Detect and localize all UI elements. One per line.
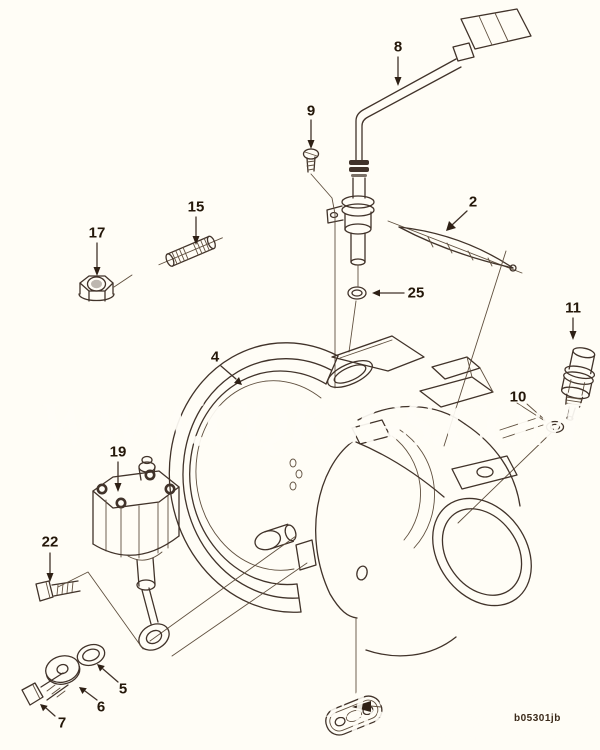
part-22-bolt xyxy=(35,571,144,650)
watermark-phone-1: TEL:15310305680 xyxy=(303,685,600,726)
part-17-flange-nut xyxy=(78,274,133,302)
callout-2: 2 xyxy=(468,193,478,211)
part-25-o-ring xyxy=(347,286,367,353)
callout-7: 7 xyxy=(57,714,67,732)
callout-22: 22 xyxy=(41,533,59,551)
part-19-actuator xyxy=(92,455,180,651)
part-8-sensor-probe-assembly xyxy=(326,8,532,287)
part-10-sealing-washer xyxy=(545,420,565,434)
part-6-washer xyxy=(45,655,81,685)
part-15-stud xyxy=(158,235,223,267)
part-4-turbocharger xyxy=(149,335,544,736)
callout-11: 11 xyxy=(565,299,581,317)
part-7-bolt xyxy=(21,672,69,706)
watermark-phone-2: 023-65830950 xyxy=(350,708,595,750)
callout-4: 4 xyxy=(210,348,220,366)
watermark-top-partial: WWW.CQKSGS.COM xyxy=(40,0,306,21)
figure-stamp: b05301jb xyxy=(514,713,561,724)
watermark-center: WWW.CQKSGS.COM xyxy=(38,389,585,459)
callout-9: 9 xyxy=(306,102,316,120)
callout-arrows xyxy=(40,56,577,717)
callout-10: 10 xyxy=(509,388,527,406)
callout-6: 6 xyxy=(96,698,106,716)
callout-15: 15 xyxy=(187,198,205,216)
callout-19: 19 xyxy=(109,443,127,461)
callout-5: 5 xyxy=(118,680,128,698)
callout-17: 17 xyxy=(88,224,106,242)
part-2-v-band-clamp xyxy=(387,220,523,447)
callout-8: 8 xyxy=(393,38,403,56)
part-5-o-ring xyxy=(76,643,106,667)
callout-25: 25 xyxy=(407,284,425,302)
